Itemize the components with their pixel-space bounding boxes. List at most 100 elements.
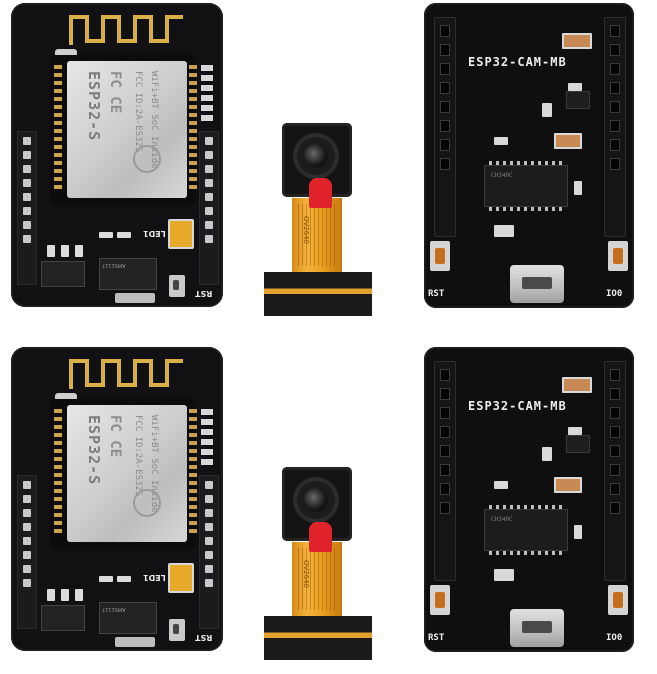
esp32-cam-mb-board: ESP32-CAM-MB CH340C RST IO0 [424,3,634,308]
female-header-left [434,17,456,237]
io0-label: IO0 [606,289,623,299]
chip-legs-top [489,161,563,165]
reset-button [169,275,185,297]
top-pad-strip [201,65,213,121]
io0-push-button [608,585,628,615]
smd-capacitor [47,589,55,601]
camera-lens-icon [293,133,339,179]
rf-shield: ESP32-S FC CE FCC ID:2A-ES32S WiFi+BT So… [67,405,187,542]
smd-capacitor [47,245,55,257]
smd-resistor [554,133,582,149]
esp32-cam-board: ESP32-S FC CE FCC ID:2A-ES32S WiFi+BT So… [11,347,223,651]
silk-rst-label: RST [195,289,213,298]
smd-capacitor [574,525,582,539]
smd-led [562,33,592,49]
smd-crystal [494,225,514,237]
voltage-regulator: AMS1117 [99,258,157,290]
smd-crystal [494,569,514,581]
smd-capacitor [75,245,83,257]
female-header-left [434,361,456,581]
female-header-right [604,361,626,581]
flex-traces [298,548,336,610]
regulator-label: AMS1117 [102,606,126,612]
chip-label: CH340C [491,172,513,179]
camera-red-tab [309,178,332,208]
tantalum-capacitor [168,563,194,593]
chip-legs-bottom [489,207,563,211]
ov2640-camera-module: OV2640 [260,120,375,320]
mb-board-title: ESP32-CAM-MB [468,55,567,69]
camera-lens-icon [293,477,339,523]
smd-capacitor [568,83,582,91]
flex-cable-text: OV2640 [302,560,310,588]
smd-resistor [99,576,113,582]
chip-name: ESP32-S [85,415,103,486]
sd-card-slot-edge [115,293,155,303]
rst-push-button [430,241,450,271]
shield-markings: ESP32-S FC CE FCC ID:2A-ES32S WiFi+BT So… [67,405,187,542]
top-pad-strip [201,409,213,465]
smd-resistor [117,232,131,238]
smd-resistor [554,477,582,493]
smd-capacitor [61,589,69,601]
rst-label: RST [428,633,445,643]
module-pads-right [189,65,197,193]
flex-ribbon-cable: OV2640 [292,542,342,616]
module-pads-left [54,65,62,193]
smd-capacitor [494,481,508,489]
flex-cable-text: OV2640 [302,216,310,244]
rf-shield: ESP32-S FC CE FCC ID:2A-ES32S WiFi+BT So… [67,61,187,198]
fcc-id-text: FCC ID:2A-ES32S [133,71,143,153]
flex-connector-stiffener [264,616,372,660]
pin-header-left [17,475,37,629]
chip-legs-top [489,505,563,509]
module-pads-left [54,409,62,537]
chip-name: ESP32-S [85,71,103,142]
sd-card-slot-edge [115,637,155,647]
pin-header-left [17,131,37,285]
smd-capacitor [574,181,582,195]
pin-header-right [199,475,219,629]
espressif-logo-icon [133,145,161,173]
voltage-regulator: AMS1117 [99,602,157,634]
pcb-antenna [69,359,183,389]
smd-led [562,377,592,393]
usb-serial-chip: CH340C [484,505,568,555]
rst-label: RST [428,289,445,299]
chip-legs-bottom [489,551,563,555]
smd-resistor [117,576,131,582]
certification-marks: FC CE [107,415,123,458]
mb-board-title: ESP32-CAM-MB [468,399,567,413]
psram-chip [41,605,85,631]
regulator-label: AMS1117 [102,262,126,268]
shield-markings: ESP32-S FC CE FCC ID:2A-ES32S WiFi+BT So… [67,61,187,198]
chip-label: CH340C [491,516,513,523]
mb-regulator [566,91,590,109]
smd-capacitor [75,589,83,601]
pin-header-right [199,131,219,285]
product-photo: ESP32-S FC CE FCC ID:2A-ES32S WiFi+BT So… [0,0,657,660]
female-header-right [604,17,626,237]
rst-push-button [430,585,450,615]
smd-capacitor [542,447,552,461]
usb-serial-chip: CH340C [484,161,568,211]
certification-marks: FC CE [107,71,123,114]
smd-capacitor [568,427,582,435]
esp32-module: ESP32-S FC CE FCC ID:2A-ES32S WiFi+BT So… [51,399,197,549]
psram-chip [41,261,85,287]
micro-usb-port [510,265,564,303]
module-pads-right [189,409,197,537]
lens-glass [304,488,328,512]
flex-connector-stiffener [264,272,372,316]
tantalum-capacitor [168,219,194,249]
mb-regulator [566,435,590,453]
smd-resistor [99,232,113,238]
silk-led-label: LED1 [143,229,166,238]
camera-housing [282,467,352,541]
fcc-id-text: FCC ID:2A-ES32S [133,415,143,497]
flex-traces [298,204,336,266]
kit-row-1: ESP32-S FC CE FCC ID:2A-ES32S WiFi+BT So… [0,0,657,330]
io0-push-button [608,241,628,271]
smd-capacitor [494,137,508,145]
esp32-module: ESP32-S FC CE FCC ID:2A-ES32S WiFi+BT So… [51,55,197,205]
